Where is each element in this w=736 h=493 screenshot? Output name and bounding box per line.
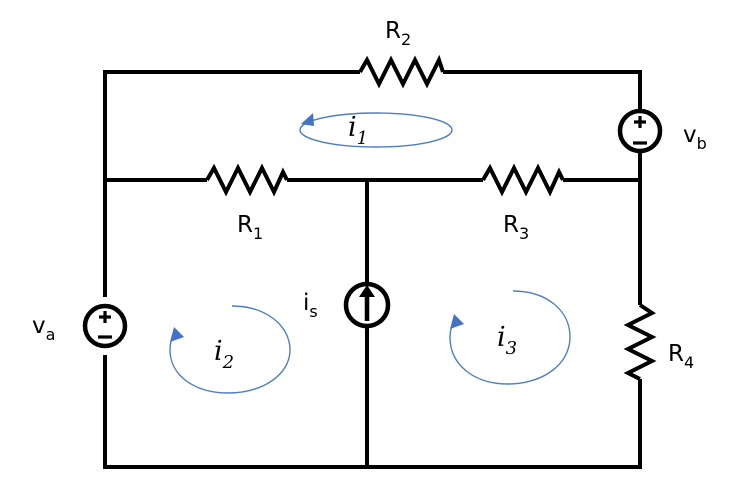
i3-label: i3 (497, 322, 517, 359)
mesh-loop-i1-arrowhead (301, 113, 314, 126)
wires (103, 70, 642, 469)
mesh-loop-i3-arrowhead (450, 314, 464, 329)
va-label: va (32, 313, 55, 344)
current-source-is (343, 263, 391, 352)
resistor-r2 (338, 54, 464, 89)
i1-label: i1 (348, 112, 368, 149)
va-plus-sign (99, 311, 111, 323)
resistor-r4 (623, 285, 657, 392)
vb-plus-sign (634, 116, 646, 128)
r2-label: R2 (385, 18, 411, 49)
is-label: is (303, 290, 318, 321)
r3-label: R3 (503, 212, 529, 243)
mesh-loop-i1 (299, 112, 453, 148)
r1-label: R1 (237, 212, 263, 243)
r4-label: R4 (668, 341, 694, 372)
voltage-source-va (82, 282, 128, 375)
resistor-r1 (180, 163, 309, 197)
i2-label: i2 (214, 336, 234, 373)
mesh-loop-i2 (169, 305, 291, 394)
mesh-loop-i3 (449, 290, 571, 385)
vb-label: vb (683, 122, 707, 153)
is-arrowhead (359, 285, 375, 297)
resistor-r3 (460, 163, 584, 197)
voltage-source-vb (617, 96, 663, 162)
mesh-loop-i2-arrowhead (170, 327, 184, 342)
